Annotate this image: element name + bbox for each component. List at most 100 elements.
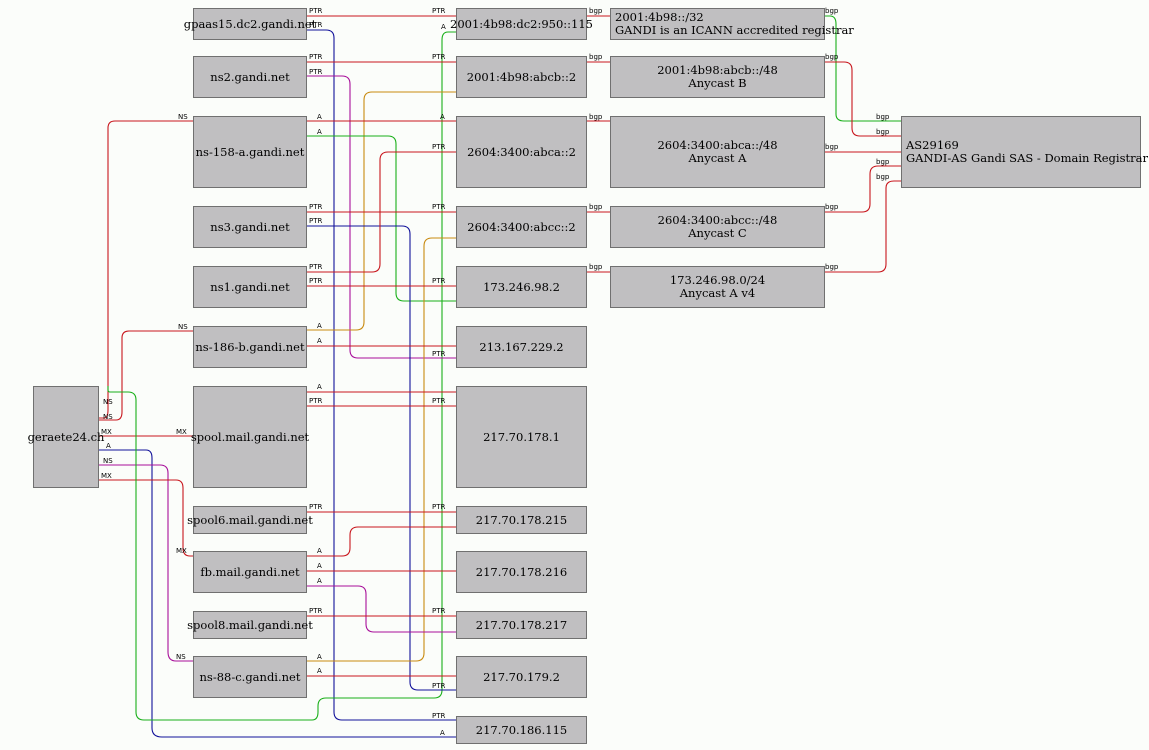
- node-ns88c[interactable]: ns-88-c.gandi.net: [193, 656, 307, 698]
- label-a-fb1: A: [317, 547, 322, 555]
- label-a-186: A: [440, 729, 445, 737]
- node-ip-gpaas-label: 2001:4b98:dc2:950::115: [450, 16, 593, 31]
- node-ip-2171[interactable]: 217.70.178.1: [456, 386, 587, 488]
- label-a-ns186b: A: [317, 337, 322, 345]
- node-ip-216[interactable]: 217.70.178.216: [456, 551, 587, 593]
- node-ip-213[interactable]: 213.167.229.2: [456, 326, 587, 368]
- node-spool8[interactable]: spool8.mail.gandi.net: [187, 611, 313, 639]
- node-ip-215[interactable]: 217.70.178.215: [456, 506, 587, 534]
- node-ip-gpaas[interactable]: 2001:4b98:dc2:950::115: [450, 8, 593, 40]
- label-a-fb3: A: [317, 577, 322, 585]
- edge-bgp-as-v4: [825, 180, 901, 273]
- node-as-line1: AS29169: [906, 138, 959, 152]
- node-ip-2171-label: 217.70.178.1: [483, 429, 560, 444]
- node-ns2-label: ns2.gandi.net: [210, 69, 290, 84]
- node-ip-1732-label: 173.246.98.2: [483, 279, 560, 294]
- node-ns158a[interactable]: ns-158-a.gandi.net: [193, 116, 307, 188]
- edge-a-gpaas-green: [317, 31, 456, 712]
- node-gpaas15[interactable]: gpaas15.dc2.gandi.net: [184, 8, 316, 40]
- label-ptr-spool: PTR: [309, 397, 322, 405]
- node-spool6[interactable]: spool6.mail.gandi.net: [187, 506, 313, 534]
- label-bgp-5: bgp: [589, 263, 603, 271]
- node-ip-abca[interactable]: 2604:3400:abca::2: [456, 116, 587, 188]
- label-ns-dom2: NS: [103, 413, 113, 421]
- node-ns186b[interactable]: ns-186-b.gandi.net: [193, 326, 307, 368]
- label-a-ns88b: A: [317, 667, 322, 675]
- label-ptr-ns3b: PTR: [309, 217, 322, 225]
- edge-ns2-magenta: [307, 75, 456, 359]
- node-prefix-abcc-line1: 2604:3400:abcc::/48: [657, 213, 778, 227]
- label-ns-186b: NS: [178, 323, 188, 331]
- node-domain-label: geraete24.ch: [27, 429, 105, 444]
- node-ns2[interactable]: ns2.gandi.net: [193, 56, 307, 98]
- label-a-ns158: A: [317, 113, 322, 121]
- label-ptr-ns3: PTR: [309, 203, 322, 211]
- label-ptr-ns1b: PTR: [309, 277, 322, 285]
- node-prefix-abcc-line2: Anycast C: [688, 226, 747, 240]
- node-ip-1732[interactable]: 173.246.98.2: [456, 266, 587, 308]
- edge-a-fb-1: [307, 526, 456, 557]
- label-a-186b: A: [317, 322, 322, 330]
- label-bgp-32: bgp: [825, 7, 839, 15]
- edge-a-186: [99, 449, 456, 738]
- edge-ptr-ns1: [307, 151, 456, 273]
- node-spool-label: spool.mail.gandi.net: [190, 429, 310, 444]
- edge-a-dom-green: [107, 386, 319, 721]
- label-bgp-3: bgp: [589, 113, 603, 121]
- node-ip-abca-label: 2604:3400:abca::2: [467, 144, 576, 159]
- node-ns3[interactable]: ns3.gandi.net: [193, 206, 307, 248]
- edge-gpaas-blue: [307, 29, 456, 721]
- label-a-ns158b: A: [317, 128, 322, 136]
- node-domain[interactable]: geraete24.ch: [28, 386, 104, 488]
- label-a-spool: A: [317, 383, 322, 391]
- node-ip-215-label: 217.70.178.215: [475, 512, 568, 527]
- label-ptr-spool6: PTR: [309, 503, 322, 511]
- node-prefix-32-line1: 2001:4b98::/32: [615, 10, 704, 24]
- node-prefix-abca-line2: Anycast A: [688, 151, 747, 165]
- edge-a-fb-3: [307, 585, 456, 633]
- node-ip-abcc[interactable]: 2604:3400:abcc::2: [456, 206, 587, 248]
- edge-ns-186b: [99, 330, 193, 421]
- node-ip-186[interactable]: 217.70.186.115: [456, 716, 587, 744]
- label-ptr-186: PTR: [432, 712, 445, 720]
- edge-mx-fb: [99, 479, 193, 557]
- node-prefix-v4-line1: 173.246.98.0/24: [669, 273, 766, 287]
- node-ip-1792-label: 217.70.179.2: [483, 669, 560, 684]
- label-ptr-ns2b: PTR: [309, 68, 322, 76]
- node-fb[interactable]: fb.mail.gandi.net: [193, 551, 307, 593]
- label-bgp-4: bgp: [589, 203, 603, 211]
- node-ns1[interactable]: ns1.gandi.net: [193, 266, 307, 308]
- label-bgp-2: bgp: [589, 53, 603, 61]
- node-spool[interactable]: spool.mail.gandi.net: [190, 386, 310, 488]
- edge-ns3-blue: [307, 225, 456, 691]
- node-prefix-abca-line1: 2604:3400:abca::/48: [657, 138, 778, 152]
- node-ip-217-label: 217.70.178.217: [475, 617, 568, 632]
- node-prefix-abcb-line2: Anycast B: [688, 76, 747, 90]
- node-ip-213-label: 213.167.229.2: [479, 339, 564, 354]
- edge-bgp-as-abcc: [825, 165, 901, 213]
- label-ptr-abca: PTR: [432, 143, 445, 151]
- node-ip-217[interactable]: 217.70.178.217: [456, 611, 587, 639]
- node-ip-abcb[interactable]: 2001:4b98:abcb::2: [456, 56, 587, 98]
- label-ptr-213: PTR: [432, 350, 445, 358]
- label-a-gpaas: A: [441, 23, 446, 31]
- label-a-fb2: A: [317, 562, 322, 570]
- label-bgp-v4: bgp: [825, 263, 839, 271]
- label-ptr-ns1: PTR: [309, 263, 322, 271]
- node-prefix-abcb-line1: 2001:4b98:abcb::/48: [657, 63, 778, 77]
- node-ns158a-label: ns-158-a.gandi.net: [195, 144, 305, 159]
- node-gpaas15-label: gpaas15.dc2.gandi.net: [183, 16, 317, 31]
- node-ip-1792[interactable]: 217.70.179.2: [456, 656, 587, 698]
- label-ptr-1792: PTR: [432, 682, 445, 690]
- label-a-abca: A: [440, 113, 445, 121]
- label-mx-fb: MX: [176, 547, 187, 555]
- label-mx-spool: MX: [176, 428, 187, 436]
- label-a-dom: A: [106, 442, 111, 450]
- node-as-line2: GANDI-AS Gandi SAS - Domain Registrar an: [906, 151, 1149, 165]
